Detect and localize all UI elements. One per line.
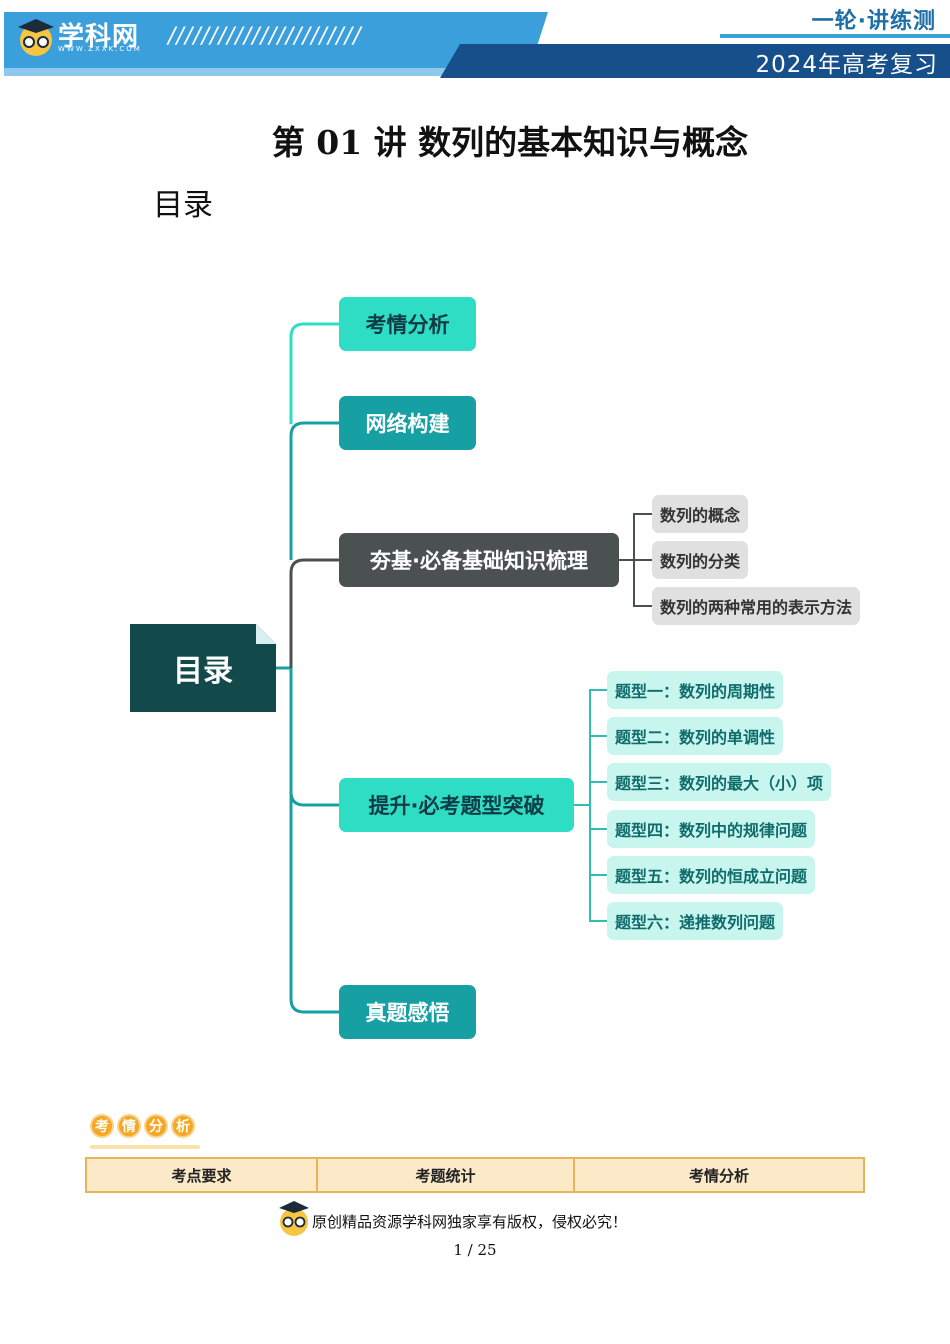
leaf-sequence-representation[interactable]: 数列的两种常用的表示方法	[652, 587, 861, 625]
copyright-note: 原创精品资源学科网独家享有版权，侵权必究！	[312, 1213, 628, 1231]
logo-url: WWW.ZXXK.COM	[58, 45, 142, 53]
logo-text: 学科网	[58, 22, 140, 52]
branch-real-exams[interactable]: 真题感悟	[339, 985, 476, 1039]
leaf-sequence-classification[interactable]: 数列的分类	[652, 541, 749, 579]
exam-analysis-table: 考点要求 考题统计 考情分析	[85, 1157, 865, 1193]
badge-char: 分	[144, 1114, 168, 1138]
branch-exam-analysis[interactable]: 考情分析	[339, 297, 476, 351]
toc-heading: 目录	[153, 188, 213, 223]
root-fold-flap	[256, 624, 276, 644]
table-header-row: 考点要求 考题统计 考情分析	[85, 1157, 865, 1193]
leaf-type-4[interactable]: 题型四：数列中的规律问题	[607, 810, 816, 848]
leaf-type-5[interactable]: 题型五：数列的恒成立问题	[607, 856, 816, 894]
page-number: 1 / 25	[453, 1241, 497, 1259]
header-statistics: 考题统计	[316, 1157, 575, 1193]
branch-basic-knowledge[interactable]: 夯基·必备基础知识梳理	[339, 533, 619, 587]
series-label: 一轮·讲练测	[811, 9, 936, 34]
review-label: 2024年高考复习	[755, 52, 938, 78]
header-banner	[0, 0, 950, 80]
branch-question-types[interactable]: 提升·必考题型突破	[339, 778, 574, 832]
badge-char: 情	[117, 1114, 141, 1138]
badge-char: 析	[171, 1114, 195, 1138]
mascot-icon	[279, 1201, 309, 1236]
leaf-type-6[interactable]: 题型六：递推数列问题	[607, 902, 784, 940]
leaf-type-3[interactable]: 题型三：数列的最大（小）项	[607, 763, 832, 801]
badge-char: 考	[90, 1114, 114, 1138]
leaf-type-1[interactable]: 题型一：数列的周期性	[607, 671, 784, 709]
mindmap-root: 目录	[130, 624, 276, 712]
header-analysis: 考情分析	[573, 1157, 865, 1193]
leaf-type-2[interactable]: 题型二：数列的单调性	[607, 717, 784, 755]
document-title: 第 01 讲 数列的基本知识与概念	[271, 123, 749, 162]
branch-network-building[interactable]: 网络构建	[339, 396, 476, 450]
header-requirements: 考点要求	[85, 1157, 318, 1193]
leaf-sequence-concept[interactable]: 数列的概念	[652, 495, 749, 533]
banner-slashes: ///////////////////////	[168, 24, 362, 49]
badge-underline	[90, 1145, 200, 1149]
